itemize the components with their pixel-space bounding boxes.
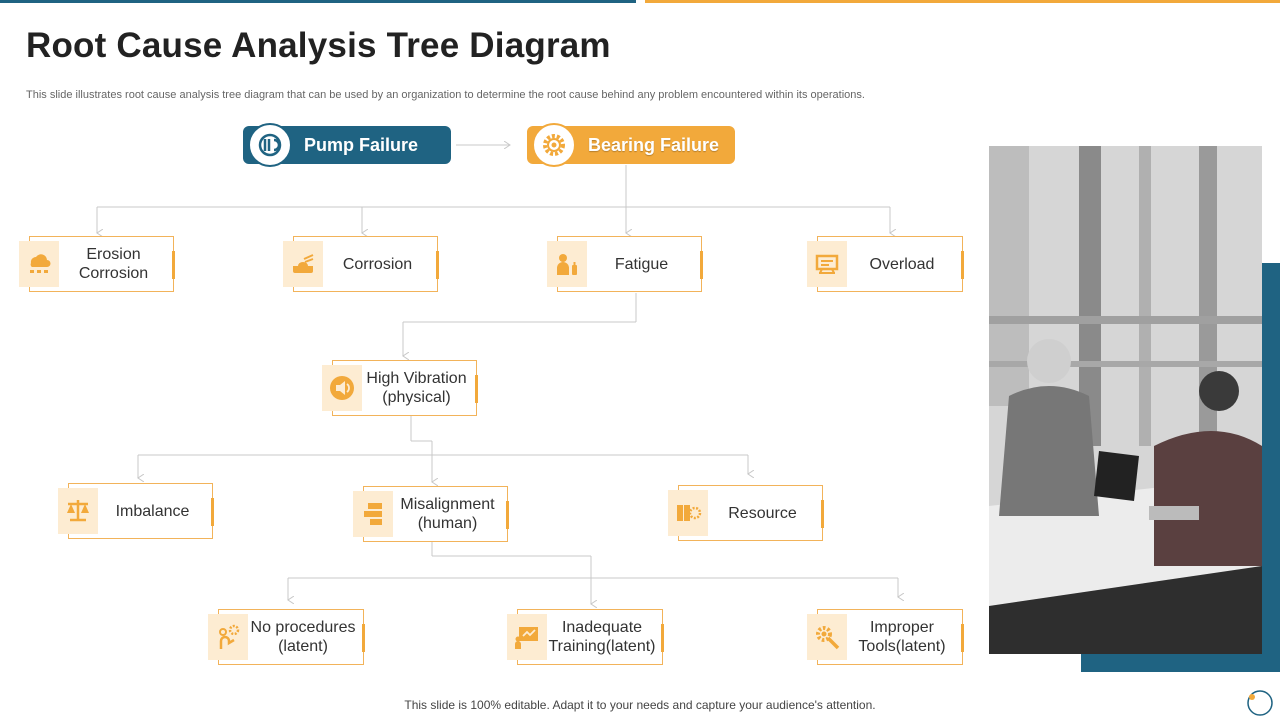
misalignment-icon: [353, 491, 393, 537]
tools-icon: [807, 614, 847, 660]
node-accent-bar: [362, 624, 365, 652]
node-accent-bar: [475, 375, 478, 403]
scale-icon: [58, 488, 98, 534]
cause-node-improper-tools: Improper Tools(latent): [817, 609, 963, 665]
root-node-pump-failure: Pump Failure: [243, 126, 451, 164]
cause-node-misalignment: Misalignment (human): [363, 486, 508, 542]
node-accent-bar: [961, 624, 964, 652]
connector-lines: [0, 0, 980, 700]
node-accent-bar: [506, 501, 509, 529]
speaker-icon: [322, 365, 362, 411]
root-node-label: Pump Failure: [304, 135, 418, 156]
cause-label: Erosion Corrosion: [60, 237, 167, 291]
cause-label: Misalignment (human): [394, 487, 501, 541]
footer-note: This slide is 100% editable. Adapt it to…: [0, 698, 1280, 712]
cause-node-corrosion: Corrosion: [293, 236, 438, 292]
erosion-icon: [19, 241, 59, 287]
cause-node-imbalance: Imbalance: [68, 483, 213, 539]
procedures-icon: [208, 614, 248, 660]
primary-node-bearing-failure: Bearing Failure: [527, 126, 735, 164]
gear-icon: [532, 123, 576, 167]
cause-label: Overload: [848, 237, 956, 291]
office-meeting-photo: [989, 146, 1262, 654]
cause-label: No procedures (latent): [249, 610, 357, 664]
cause-node-high-vibration: High Vibration (physical): [332, 360, 477, 416]
cause-label: Imbalance: [99, 484, 206, 538]
node-accent-bar: [821, 500, 824, 528]
cause-label: Fatigue: [588, 237, 695, 291]
node-accent-bar: [211, 498, 214, 526]
node-accent-bar: [661, 624, 664, 652]
overload-icon: [807, 241, 847, 287]
node-accent-bar: [436, 251, 439, 279]
cause-label: Improper Tools(latent): [848, 610, 956, 664]
cause-label: Inadequate Training(latent): [548, 610, 656, 664]
cause-node-overload: Overload: [817, 236, 963, 292]
primary-node-label: Bearing Failure: [588, 135, 719, 156]
node-accent-bar: [961, 251, 964, 279]
cause-label: Corrosion: [324, 237, 431, 291]
cause-label: Resource: [709, 486, 816, 540]
cause-node-resource: Resource: [678, 485, 823, 541]
node-accent-bar: [700, 251, 703, 279]
pump-icon: [248, 123, 292, 167]
corrosion-icon: [283, 241, 323, 287]
cause-node-fatigue: Fatigue: [557, 236, 702, 292]
node-accent-bar: [172, 251, 175, 279]
cause-node-erosion-corrosion: Erosion Corrosion: [29, 236, 174, 292]
training-icon: [507, 614, 547, 660]
fatigue-icon: [547, 241, 587, 287]
cause-node-no-procedures: No procedures (latent): [218, 609, 364, 665]
cause-node-inadequate-training: Inadequate Training(latent): [517, 609, 663, 665]
logo-icon: [1246, 689, 1274, 722]
resource-icon: [668, 490, 708, 536]
cause-label: High Vibration (physical): [363, 361, 470, 415]
